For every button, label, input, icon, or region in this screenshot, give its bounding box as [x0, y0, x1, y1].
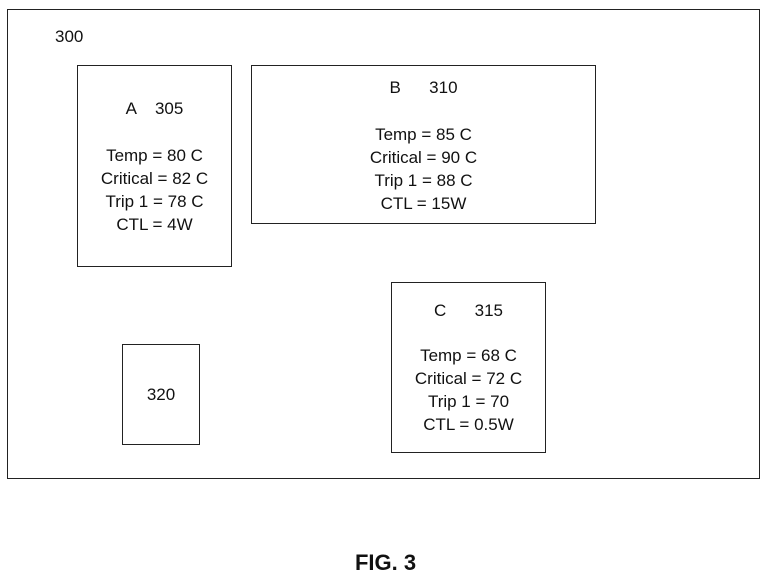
component-c-specs: Temp = 68 C Critical = 72 C Trip 1 = 70 … [392, 344, 545, 436]
component-a-ref: 305 [154, 99, 184, 118]
component-b-trip1: Trip 1 = 88 C [374, 171, 473, 190]
component-a-ctl: CTL = 4W [116, 215, 193, 234]
component-b-name: B [389, 78, 401, 97]
component-a-specs: Temp = 80 C Critical = 82 C Trip 1 = 78 … [78, 144, 231, 236]
component-c-temp: Temp = 68 C [420, 346, 517, 365]
component-a-trip1: Trip 1 = 78 C [105, 192, 204, 211]
component-c-name: C [434, 301, 447, 320]
component-a-temp: Temp = 80 C [106, 146, 203, 165]
component-box-320: 320 [122, 344, 200, 445]
outer-frame [7, 9, 760, 479]
component-a-name: A [125, 99, 137, 118]
figure-caption: FIG. 3 [354, 550, 417, 575]
component-a-header: A 305 [78, 99, 231, 119]
component-c-ctl: CTL = 0.5W [423, 415, 514, 434]
component-b-specs: Temp = 85 C Critical = 90 C Trip 1 = 88 … [252, 123, 595, 215]
component-c-header: C 315 [392, 301, 545, 321]
component-box-b: B 310 Temp = 85 C Critical = 90 C Trip 1… [251, 65, 596, 224]
component-b-temp: Temp = 85 C [375, 125, 472, 144]
component-b-ref: 310 [429, 78, 458, 97]
component-c-critical: Critical = 72 C [414, 369, 523, 388]
component-b-header: B 310 [252, 78, 595, 98]
component-a-critical: Critical = 82 C [100, 169, 209, 188]
component-b-critical: Critical = 90 C [369, 148, 478, 167]
outer-frame-label: 300 [55, 27, 84, 46]
component-box-a: A 305 Temp = 80 C Critical = 82 C Trip 1… [77, 65, 232, 267]
component-box-c: C 315 Temp = 68 C Critical = 72 C Trip 1… [391, 282, 546, 453]
component-c-ref: 315 [474, 301, 503, 320]
component-b-ctl: CTL = 15W [380, 194, 467, 213]
component-320-ref: 320 [146, 385, 176, 404]
component-c-trip1: Trip 1 = 70 [427, 392, 510, 411]
